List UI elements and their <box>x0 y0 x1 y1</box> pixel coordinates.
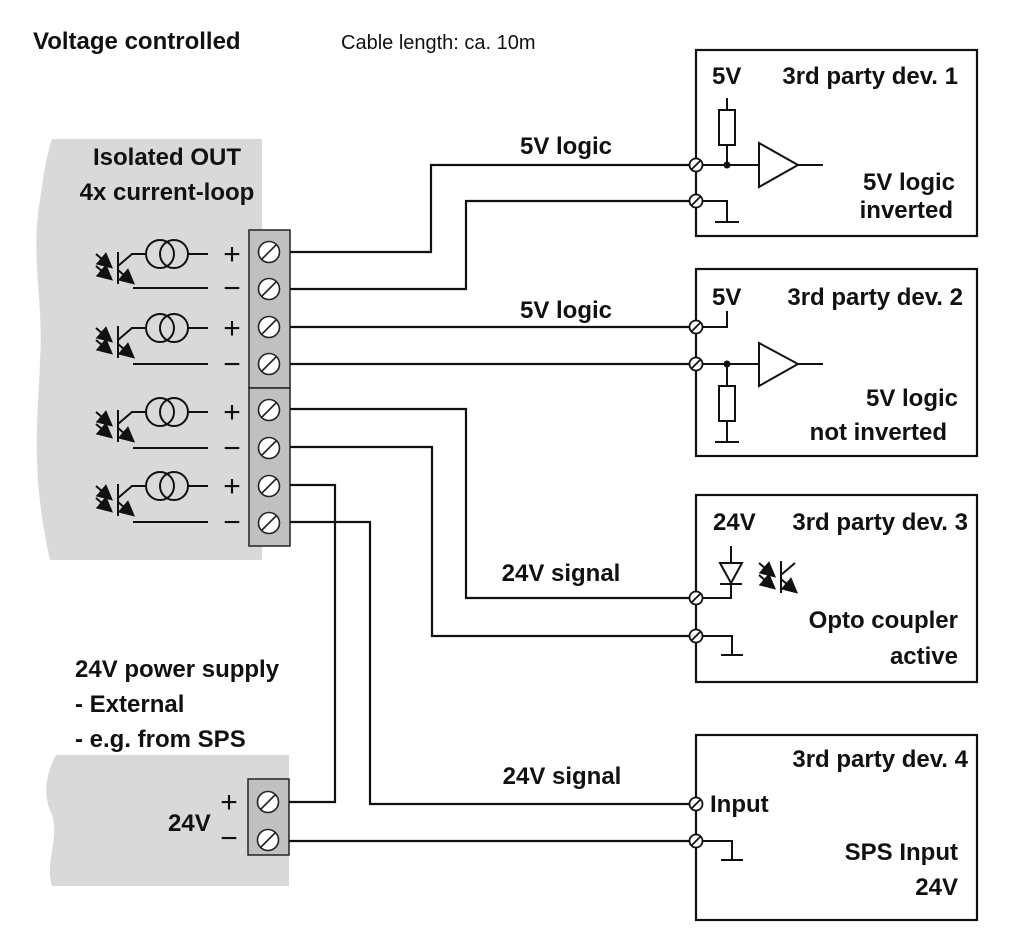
device-2: 5V 3rd party dev. 2 5V logic not inverte… <box>688 267 979 458</box>
channel-1-minus: − <box>223 272 241 305</box>
device-4-box <box>694 733 979 922</box>
device-3-box <box>694 493 979 684</box>
device-4-terminal <box>688 796 704 812</box>
channel-3-minus: − <box>223 432 241 465</box>
power-supply-title: 24V power supply <box>75 656 280 683</box>
power-supply-source: - e.g. from SPS <box>75 726 246 753</box>
device-1-terminal <box>688 193 704 209</box>
terminal-screw <box>256 828 280 852</box>
channel-4-minus: − <box>223 506 241 539</box>
wires <box>289 163 696 843</box>
device-4-desc-line1: SPS Input <box>845 839 958 866</box>
diagram-title: Voltage controlled <box>33 28 241 55</box>
device-4-title: 3rd party dev. 4 <box>792 746 968 773</box>
device-3: 24V 3rd party dev. 3 Opto coupler active <box>688 493 979 684</box>
channel-4: + − <box>96 470 241 539</box>
device-1-title: 3rd party dev. 1 <box>782 63 958 90</box>
module-title: Isolated OUT <box>93 144 241 171</box>
current-source-icon <box>145 471 175 501</box>
device-2-desc-line2: not inverted <box>810 419 947 446</box>
current-source-icon <box>145 397 175 427</box>
device-2-title: 3rd party dev. 2 <box>787 284 963 311</box>
device-2-supply: 5V <box>712 284 741 311</box>
buffer-icon <box>758 141 801 189</box>
resistor-icon <box>718 109 736 146</box>
wire-ch3-minus <box>290 445 696 638</box>
device-3-desc-line2: active <box>890 643 958 670</box>
resistor-icon <box>718 385 736 422</box>
wire-label-5v-logic-1: 5V logic <box>520 133 612 160</box>
device-1-terminal <box>688 157 704 173</box>
device-3-title: 3rd party dev. 3 <box>792 509 968 536</box>
wire-label-24v-signal-1: 24V signal <box>502 560 621 587</box>
device-4-input-label: Input <box>710 791 769 818</box>
device-1-desc-line2: inverted <box>860 197 953 224</box>
device-2-terminal <box>688 319 704 335</box>
current-source-icon <box>145 313 175 343</box>
wire-label-24v-signal-2: 24V signal <box>503 763 622 790</box>
led-icon <box>696 546 744 599</box>
terminal-screw <box>256 790 280 814</box>
wire-ch3-plus <box>290 407 696 600</box>
wire-ch4-minus-to-input <box>290 520 696 806</box>
device-4-terminal <box>688 833 704 849</box>
channel-1-plus: + <box>223 238 241 271</box>
device-3-supply: 24V <box>713 509 756 536</box>
device-4-desc-line2: 24V <box>915 874 958 901</box>
device-2-terminal <box>688 356 704 372</box>
isolated-out-module-panel <box>36 139 262 560</box>
channel-3: + − <box>96 396 241 465</box>
power-supply-plus: + <box>220 786 238 819</box>
power-supply-minus: − <box>220 822 238 855</box>
device-1-desc-line1: 5V logic <box>863 169 955 196</box>
power-supply-voltage-label: 24V <box>168 810 211 837</box>
current-source-icon <box>145 239 175 269</box>
device-1-box <box>694 48 979 238</box>
channel-4-plus: + <box>223 470 241 503</box>
channel-3-plus: + <box>223 396 241 429</box>
channel-2-plus: + <box>223 312 241 345</box>
device-1: 5V 3rd party dev. 1 5V logic inverted <box>688 48 979 238</box>
device-2-box <box>694 267 979 458</box>
device-3-terminal <box>688 590 704 606</box>
wire-label-5v-logic-2: 5V logic <box>520 297 612 324</box>
channel-1: + − <box>96 238 241 305</box>
power-supply-panel <box>46 755 289 886</box>
buffer-icon <box>758 341 801 388</box>
wire-ch1-minus <box>290 199 696 291</box>
device-1-supply: 5V <box>712 63 741 90</box>
device-3-terminal <box>688 628 704 644</box>
channel-2-minus: − <box>223 348 241 381</box>
wire-ch1-plus <box>290 163 696 254</box>
power-supply-external: - External <box>75 691 184 718</box>
device-2-desc-line1: 5V logic <box>866 385 958 412</box>
wire-ch4-plus-to-psu <box>289 483 337 804</box>
device-4: 3rd party dev. 4 Input SPS Input 24V <box>688 733 979 922</box>
module-subtitle: 4x current-loop <box>80 179 255 206</box>
channel-2: + − <box>96 312 241 381</box>
device-3-desc-line1: Opto coupler <box>809 607 958 634</box>
cable-length-note: Cable length: ca. 10m <box>341 32 536 54</box>
